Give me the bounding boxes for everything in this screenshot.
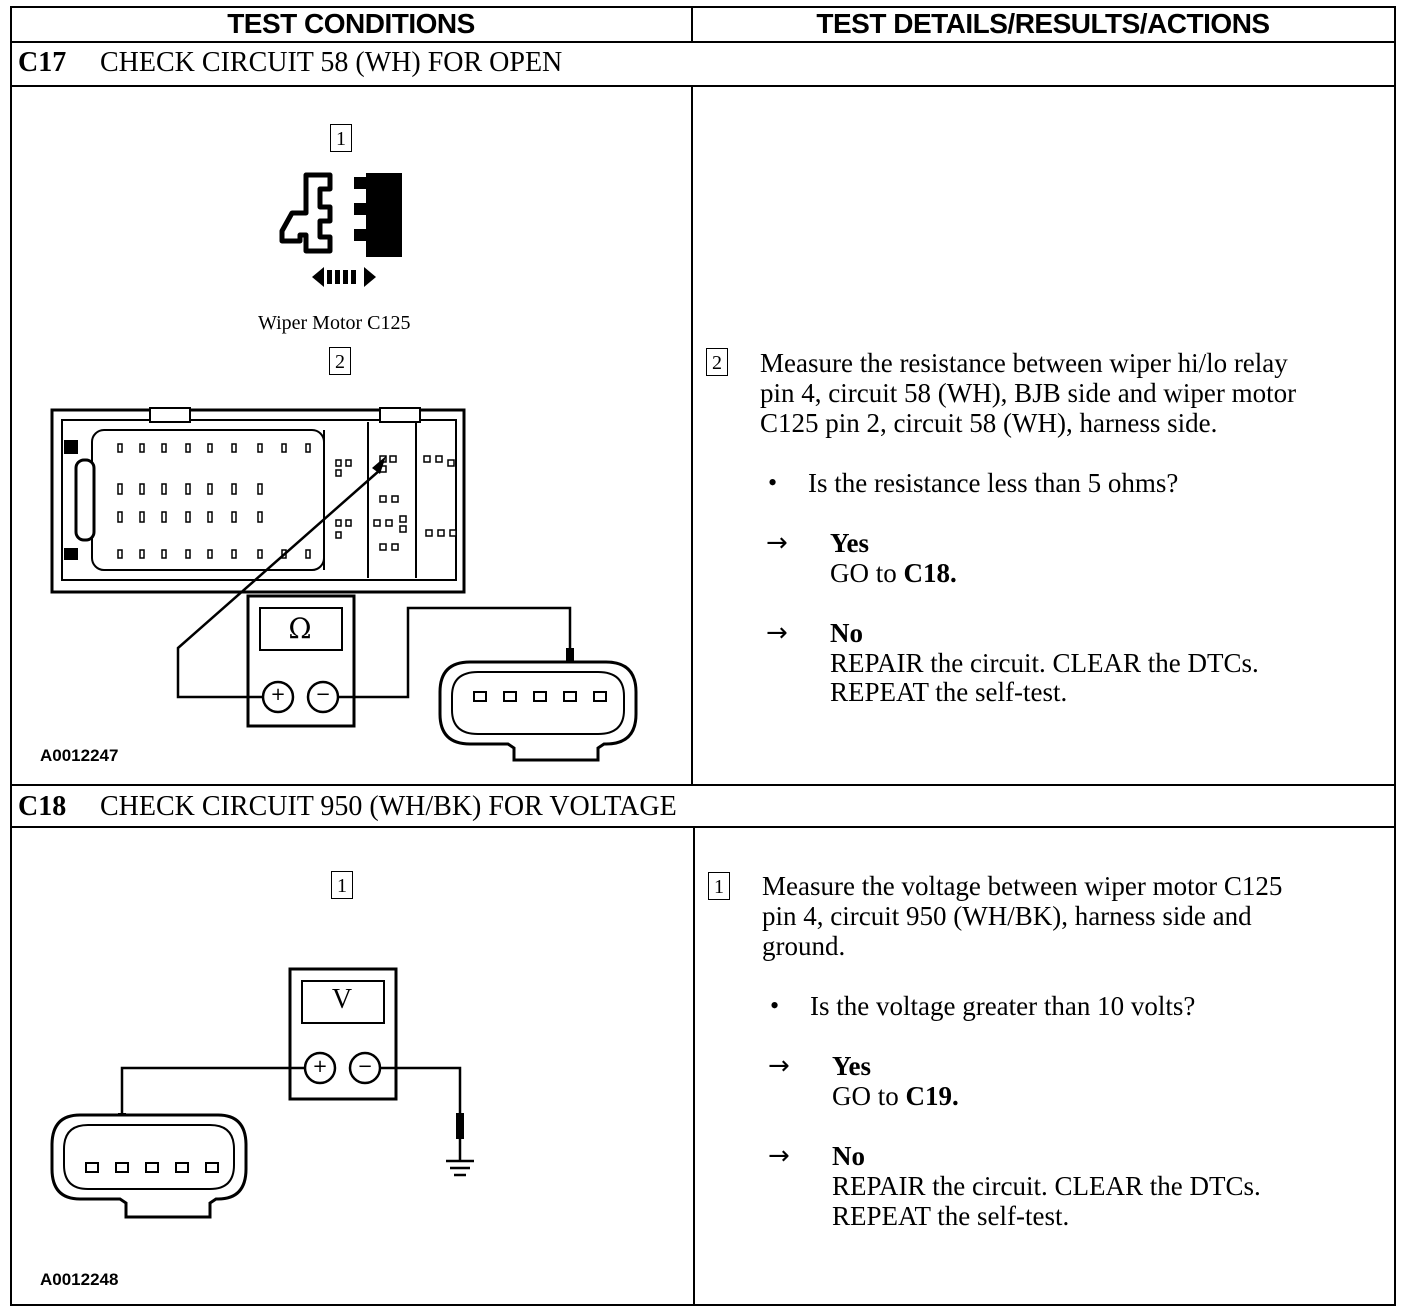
positive-probe-tip — [372, 456, 386, 474]
connector-caption: Wiper Motor C125 — [258, 312, 411, 334]
c18-no-action-2: REPEAT the self-test. — [832, 1201, 1070, 1231]
c18-detail-step-box: 1 — [708, 872, 730, 900]
ohmmeter-minus: − — [315, 684, 331, 705]
table-right-border — [1394, 6, 1396, 1306]
c18-column-divider — [693, 826, 695, 1305]
table-bottom-border — [10, 1304, 1396, 1306]
c18-detail-line-3: ground. — [762, 931, 846, 961]
header-bottom-border — [10, 41, 1396, 43]
c17-question-bullet: • — [768, 468, 778, 497]
header-test-details: TEST DETAILS/RESULTS/ACTIONS — [816, 8, 1270, 39]
c17-detail-line-2: pin 4, circuit 58 (WH), BJB side and wip… — [760, 378, 1297, 408]
c17-no-arrow: → — [766, 618, 788, 648]
c18-yes-target: C19. — [905, 1081, 959, 1111]
c17-no-label: No — [830, 618, 863, 648]
c17-title: CHECK CIRCUIT 58 (WH) FOR OPEN — [100, 47, 563, 78]
c17-detail-line-3: C125 pin 2, circuit 58 (WH), harness sid… — [760, 408, 1218, 438]
c17-yes-arrow: → — [766, 528, 788, 558]
c18-no-label: No — [832, 1141, 865, 1171]
c17-column-divider — [691, 85, 693, 785]
c18-yes-label: Yes — [832, 1051, 871, 1081]
c17-detail-step-box: 2 — [706, 348, 728, 376]
c17-title-bottom-border — [10, 85, 1396, 87]
bjb-ohmmeter-figure — [50, 407, 638, 762]
battery-junction-box — [50, 407, 466, 594]
c18-yes-action: GO to C19. — [832, 1081, 959, 1111]
c18-yes-arrow: → — [768, 1051, 790, 1081]
c17-step1-box: 1 — [330, 124, 352, 152]
c18-question-bullet: • — [770, 991, 780, 1020]
c18-no-action-1: REPAIR the circuit. CLEAR the DTCs. — [832, 1171, 1261, 1201]
c17-detail-line-1: Measure the resistance between wiper hi/… — [760, 348, 1288, 378]
table-left-border — [10, 6, 12, 1306]
connector-disconnect-figure — [279, 172, 402, 287]
c18-section-title: C18 CHECK CIRCUIT 950 (WH/BK) FOR VOLTAGE — [18, 792, 677, 822]
positive-lead — [176, 469, 381, 699]
ohmmeter-symbol: Ω — [288, 612, 312, 645]
c18-no-arrow: → — [768, 1141, 790, 1171]
c18-step1-box: 1 — [331, 871, 353, 899]
c17-code: C17 — [18, 47, 67, 78]
c17-yes-prefix: GO to — [830, 558, 904, 588]
c18-yes-prefix: GO to — [832, 1081, 906, 1111]
c17-no-action-2: REPEAT the self-test. — [830, 677, 1068, 707]
header-column-divider — [691, 6, 693, 42]
ohmmeter — [246, 594, 356, 728]
c18-code: C18 — [18, 791, 67, 822]
c17-yes-action: GO to C18. — [830, 558, 957, 588]
wiper-motor-connector — [438, 660, 638, 762]
c17-yes-label: Yes — [830, 528, 869, 558]
c17-figure-id: A0012247 — [40, 746, 119, 765]
wiper-motor-connector — [50, 1113, 248, 1219]
voltmeter-minus: − — [357, 1056, 373, 1077]
c17-yes-target: C18. — [903, 558, 957, 588]
ohmmeter-plus: + — [270, 684, 286, 705]
header-test-conditions: TEST CONDITIONS — [227, 8, 475, 39]
c17-no-action-1: REPAIR the circuit. CLEAR the DTCs. — [830, 648, 1259, 678]
voltmeter — [288, 967, 398, 1101]
c18-title-bottom-border — [10, 826, 1396, 828]
c17-bottom-border — [10, 784, 1396, 786]
c18-detail-line-1: Measure the voltage between wiper motor … — [762, 871, 1283, 901]
positive-lead — [120, 1066, 305, 1115]
voltmeter-symbol: V — [331, 984, 353, 1015]
voltmeter-plus: + — [312, 1056, 328, 1077]
c18-figure-id: A0012248 — [40, 1270, 119, 1289]
table-top-border — [10, 6, 1396, 8]
c17-step2-box: 2 — [329, 347, 351, 375]
ground-symbol — [446, 1139, 474, 1177]
c18-question: Is the voltage greater than 10 volts? — [810, 991, 1196, 1021]
negative-lead — [380, 1066, 462, 1115]
negative-probe — [456, 1113, 464, 1139]
c17-section-title: C17 CHECK CIRCUIT 58 (WH) FOR OPEN — [18, 48, 562, 78]
c18-detail-line-2: pin 4, circuit 950 (WH/BK), harness side… — [762, 901, 1252, 931]
c17-question: Is the resistance less than 5 ohms? — [808, 468, 1179, 498]
voltmeter-figure — [50, 967, 474, 1219]
negative-lead — [338, 606, 572, 699]
c18-title: CHECK CIRCUIT 950 (WH/BK) FOR VOLTAGE — [100, 791, 677, 822]
negative-probe — [566, 648, 574, 672]
